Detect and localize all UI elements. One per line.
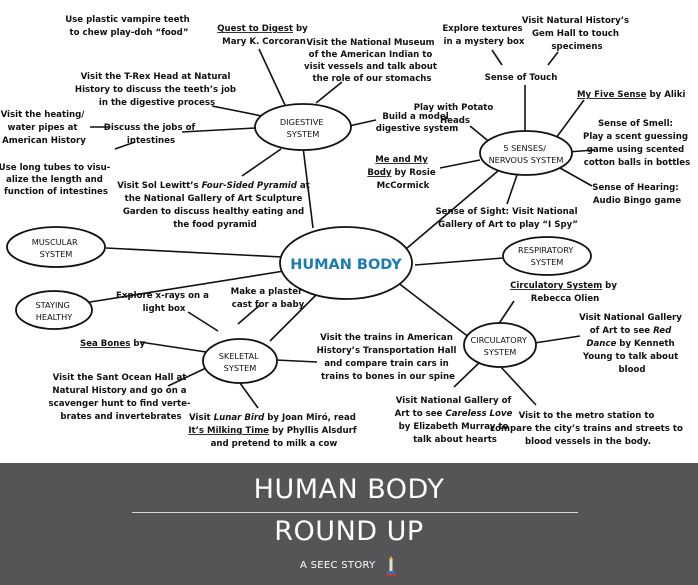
edge-digestive-quest xyxy=(258,48,286,106)
book-title-five-sense: My Five Sense xyxy=(577,90,647,100)
note-my-five-sense: My Five Sense by Aliki xyxy=(577,90,685,100)
edge-center-circulatory xyxy=(396,281,471,339)
edge-skeletal-ocean xyxy=(167,367,207,387)
center-node xyxy=(279,226,413,300)
note-careless-love: Visit National Gallery of Art to see Car… xyxy=(395,396,516,445)
book-title-quest: Quest to Digest xyxy=(217,24,293,34)
book-title-sea-bones: Sea Bones xyxy=(80,339,130,349)
edge-center-muscular xyxy=(105,247,283,258)
edge-center-healthy xyxy=(83,270,285,304)
note-heating-pipes: Visit the heating/ water pipes at Americ… xyxy=(1,110,88,146)
note-potato-heads: Play with Potato Heads xyxy=(414,103,497,126)
edge-senses-sight xyxy=(506,171,519,205)
edge-center-senses xyxy=(399,164,506,255)
edge-senses-mebody xyxy=(439,159,481,169)
note-sense-hearing: Sense of Hearing: Audio Bingo game xyxy=(592,183,681,206)
edge-skeletal-trains xyxy=(275,359,318,363)
respiratory-node xyxy=(502,236,592,276)
digestive-label: DIGESTIVE SYSTEM xyxy=(280,117,326,139)
note-jobs-intestines: Discuss the jobs of intestines xyxy=(104,123,198,146)
note-sense-touch: Sense of Touch xyxy=(485,73,558,83)
edge-skeletal-xrays xyxy=(187,311,219,332)
circulatory-label: CIRCULATORY SYSTEM xyxy=(470,335,529,357)
note-quest-to-digest: Quest to Digest by Mary K. Corcoran xyxy=(217,24,311,47)
note-plaster-cast: Make a plaster cast for a baby xyxy=(231,287,306,310)
senses-node xyxy=(479,130,573,176)
edge-circulatory-metro xyxy=(499,365,537,406)
note-lunar-bird: Visit Lunar Bird by Joan Miró, read It’s… xyxy=(188,412,359,449)
edge-circulatory-careless xyxy=(453,361,481,388)
footer-banner xyxy=(0,463,698,585)
note-red-dance: Visit National Gallery of Art to see Red… xyxy=(579,313,685,375)
note-sea-bones: Sea Bones by xyxy=(80,339,145,349)
muscular-node xyxy=(6,226,106,268)
respiratory-label: RESPIRATORY SYSTEM xyxy=(518,245,576,267)
edge-skeletal-plaster xyxy=(237,304,261,325)
note-sense-sight: Sense of Sight: Visit National Gallery o… xyxy=(435,207,580,230)
note-circulatory-system-book: Circulatory System by Rebecca Olien xyxy=(510,281,620,304)
footer-divider xyxy=(132,512,578,513)
edge-center-digestive xyxy=(302,146,314,229)
edge-touch-gem xyxy=(547,51,559,66)
edge-skeletal-lunar xyxy=(239,382,259,409)
footer-title-line2: ROUND UP xyxy=(274,516,424,547)
note-me-and-my-body: Me and My Body by Rosie McCormick xyxy=(367,155,438,191)
edge-skeletal-seabones xyxy=(139,341,207,353)
staying-healthy-node xyxy=(15,290,93,330)
skeletal-node xyxy=(202,338,278,384)
book-title-milking-time: It’s Milking Time xyxy=(188,426,269,436)
edge-digestive-sol xyxy=(241,148,282,177)
edge-intestines-tubes xyxy=(114,141,136,150)
digestive-node xyxy=(254,103,352,151)
note-long-tubes: Use long tubes to visu- alize the length… xyxy=(0,163,113,197)
circulatory-node xyxy=(463,322,537,368)
edge-senses-fivesense xyxy=(555,99,585,139)
skeletal-label: SKELETAL SYSTEM xyxy=(219,351,262,373)
edge-digestive-intestines xyxy=(181,127,256,133)
center-label: HUMAN BODY xyxy=(290,257,402,273)
edge-center-respiratory xyxy=(414,257,504,266)
book-title-circulatory-system: Circulatory System xyxy=(510,281,602,291)
connector-lines xyxy=(83,48,595,409)
note-sol-lewitt: Visit Sol Lewitt’s Four-Sided Pyramid at… xyxy=(117,181,313,230)
edge-touch-textures xyxy=(491,49,503,66)
note-xrays: Explore x-rays on a light box xyxy=(116,291,212,314)
note-trex: Visit the T-Rex Head at Natural History … xyxy=(75,72,239,108)
footer-story-label: A SEEC STORY xyxy=(300,560,376,571)
note-ocean-hall: Visit the Sant Ocean Hall at Natural His… xyxy=(48,373,193,422)
book-title-me-and-my-body: Me and My xyxy=(375,155,428,165)
note-sense-smell: Sense of Smell: Play a scent guessing ga… xyxy=(583,119,691,168)
edge-digestive-model xyxy=(348,119,377,127)
note-american-indian: Visit the National Museum of the America… xyxy=(304,38,440,84)
senses-label: 5 SENSES/ NERVOUS SYSTEM xyxy=(489,143,564,165)
edge-center-skeletal xyxy=(269,288,323,342)
note-gem-hall: Visit Natural History’s Gem Hall to touc… xyxy=(522,16,632,52)
staying-healthy-label: STAYING HEALTHY xyxy=(35,300,73,322)
edge-digestive-trex xyxy=(211,105,263,117)
edge-senses-hearing xyxy=(559,167,593,187)
note-trains-history: Visit the trains in American History’s T… xyxy=(317,333,460,382)
edge-digestive-smithsonian xyxy=(315,81,343,104)
note-build-model: Build a model digestive system xyxy=(376,112,458,134)
concept-map: HUMAN BODY DIGESTIVE SYSTEM 5 SENSES/ NE… xyxy=(0,15,691,449)
note-metro: Visit to the metro station to compare th… xyxy=(490,411,686,447)
footer-title-line1: HUMAN BODY xyxy=(253,474,445,505)
muscular-label: MUSCULAR SYSTEM xyxy=(32,237,81,259)
monument-icon xyxy=(386,556,396,576)
note-vampire-teeth: Use plastic vampire teeth to chew play-d… xyxy=(65,15,193,38)
note-textures: Explore textures in a mystery box xyxy=(442,24,525,47)
